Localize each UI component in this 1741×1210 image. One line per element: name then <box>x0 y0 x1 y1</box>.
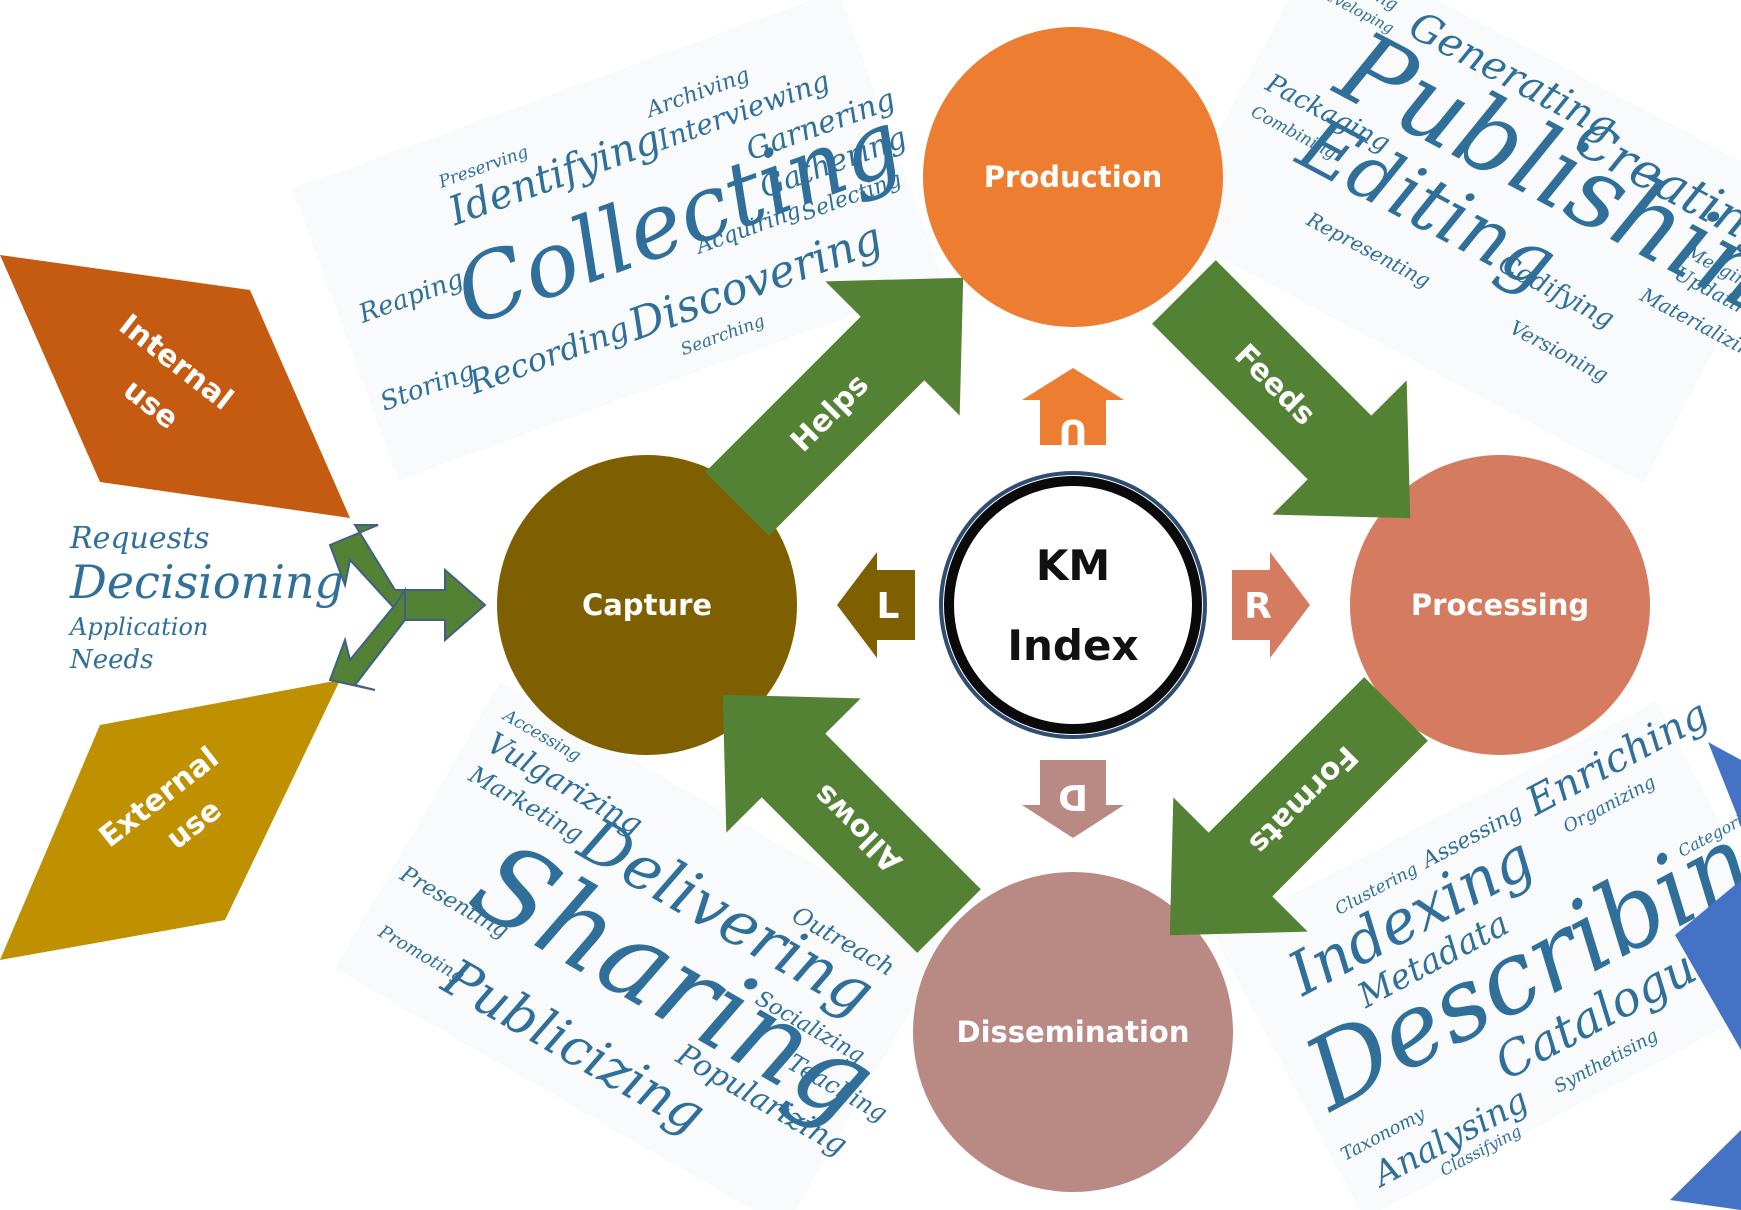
node-capture[interactable] <box>497 455 797 755</box>
arrow-up-u <box>1022 368 1124 445</box>
node-production-label: Production <box>984 160 1162 194</box>
input-word: Decisioning <box>69 555 344 609</box>
arrow-right-r <box>1232 552 1310 658</box>
use-external[interactable] <box>0 680 340 960</box>
input-words: Requests Decisioning Application Needs <box>68 521 344 675</box>
center-index-ring <box>944 476 1202 734</box>
accent-arrow-shape <box>1670 742 1741 1210</box>
arrow-down-letter: D <box>1058 776 1088 817</box>
center-index[interactable] <box>939 471 1207 739</box>
node-capture-label: Capture <box>582 588 712 622</box>
center-index-line2: Index <box>1007 621 1138 670</box>
arrow-right-letter: R <box>1244 586 1272 627</box>
input-word: Requests <box>69 521 209 556</box>
word-cloud-capture: Preserving Identifying Archiving Intervi… <box>292 0 944 481</box>
arrow-up-letter: U <box>1058 411 1087 452</box>
use-internal[interactable] <box>0 255 350 518</box>
arrow-left-letter: L <box>877 586 900 627</box>
arrow-feeds: Feeds <box>1152 260 1411 519</box>
arrow-left-l <box>837 552 915 658</box>
merge-arrow <box>328 524 487 691</box>
input-word: Needs <box>69 645 154 675</box>
word-cloud-production: Adapting Developing Generating Creating … <box>1166 0 1741 484</box>
word-cloud-dissemination: Accessing Vulgarizing Marketing Deliveri… <box>334 682 951 1210</box>
node-processing[interactable] <box>1350 455 1650 755</box>
arrow-down-d <box>1022 760 1124 838</box>
node-production[interactable] <box>923 27 1223 327</box>
input-word: Application <box>68 613 208 641</box>
node-dissemination[interactable] <box>913 872 1233 1192</box>
node-dissemination-label: Dissemination <box>957 1015 1190 1049</box>
arrow-helps: Helps <box>705 277 964 536</box>
center-index-line1: KM <box>1036 541 1110 590</box>
node-processing-label: Processing <box>1411 588 1589 622</box>
